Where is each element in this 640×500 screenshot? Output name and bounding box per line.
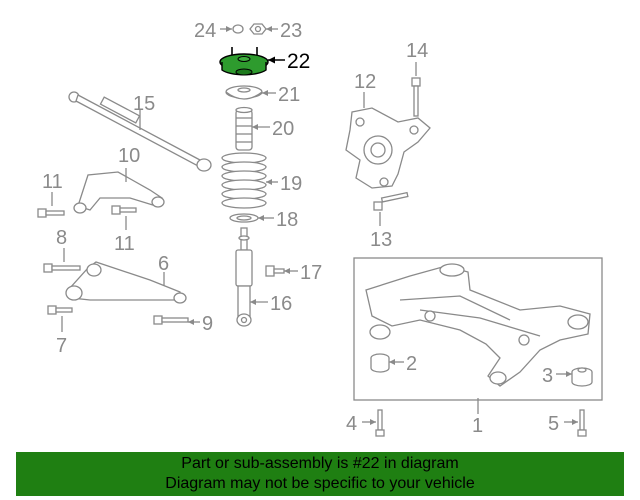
callout-20[interactable]: 20 [272, 118, 294, 140]
callout-23[interactable]: 23 [280, 20, 302, 42]
callout-24[interactable]: 24 [194, 20, 216, 42]
parts-diagram: 24 23 22 21 20 [37, 20, 603, 437]
part-12-knuckle[interactable] [345, 107, 431, 189]
callout-6[interactable]: 6 [158, 253, 169, 275]
part-7-bolt[interactable] [47, 305, 73, 315]
part-19-coil-spring[interactable] [221, 152, 267, 209]
callout-9[interactable]: 9 [202, 313, 213, 335]
callout-2[interactable]: 2 [406, 353, 417, 375]
banner-line-1: Part or sub-assembly is #22 in diagram [181, 455, 459, 472]
part-6-lower-control-arm[interactable] [65, 261, 187, 304]
highlight-arrowhead [268, 56, 275, 64]
callout-19[interactable]: 19 [280, 173, 302, 195]
part-9-bolt[interactable] [153, 315, 189, 325]
callout-5[interactable]: 5 [548, 413, 559, 435]
callout-21[interactable]: 21 [278, 84, 300, 106]
part-4-bolt[interactable] [375, 409, 385, 437]
part-23-nut[interactable] [249, 23, 267, 35]
callout-18[interactable]: 18 [276, 209, 298, 231]
part-14-bolt[interactable] [411, 77, 421, 117]
part-1-subframe[interactable] [365, 263, 591, 387]
callout-13[interactable]: 13 [370, 229, 392, 251]
part-13-bolt[interactable] [373, 191, 409, 211]
part-5-bolt[interactable] [577, 409, 587, 437]
part-8-bolt[interactable] [43, 263, 81, 273]
callout-11b[interactable]: 11 [114, 233, 135, 255]
callout-4[interactable]: 4 [346, 413, 357, 435]
info-banner: Part or sub-assembly is #22 in diagram D… [16, 452, 624, 496]
part-10-upper-control-arm[interactable] [73, 171, 165, 214]
callout-12[interactable]: 12 [354, 71, 376, 93]
callout-10[interactable]: 10 [118, 145, 140, 167]
part-3-bushing[interactable] [571, 367, 593, 387]
callout-3[interactable]: 3 [542, 365, 553, 387]
part-16-shock-absorber[interactable] [235, 227, 253, 327]
leader-arrowheads [188, 26, 578, 425]
callout-14[interactable]: 14 [406, 40, 428, 62]
part-17-bolt[interactable] [265, 265, 285, 277]
callout-1[interactable]: 1 [472, 415, 483, 437]
banner-line-2: Diagram may not be specific to your vehi… [165, 475, 475, 492]
callout-11a[interactable]: 11 [42, 171, 63, 193]
part-18-insulator[interactable] [229, 213, 259, 223]
part-2-bushing[interactable] [370, 353, 390, 373]
callout-8[interactable]: 8 [56, 227, 67, 249]
callout-17[interactable]: 17 [300, 262, 322, 284]
callout-15[interactable]: 15 [133, 93, 155, 115]
callout-16[interactable]: 16 [270, 293, 292, 315]
part-21-spring-seat[interactable] [225, 85, 263, 100]
part-20-dust-boot[interactable] [235, 106, 253, 151]
part-24-washer[interactable] [232, 24, 244, 34]
part-11-bolt-left[interactable] [37, 208, 65, 218]
part-11-bolt-right[interactable] [111, 205, 137, 215]
part-15-lateral-link[interactable] [68, 91, 212, 172]
part-22-strut-mount[interactable] [219, 47, 269, 76]
callout-22[interactable]: 22 [287, 50, 310, 73]
callout-7[interactable]: 7 [56, 335, 67, 357]
